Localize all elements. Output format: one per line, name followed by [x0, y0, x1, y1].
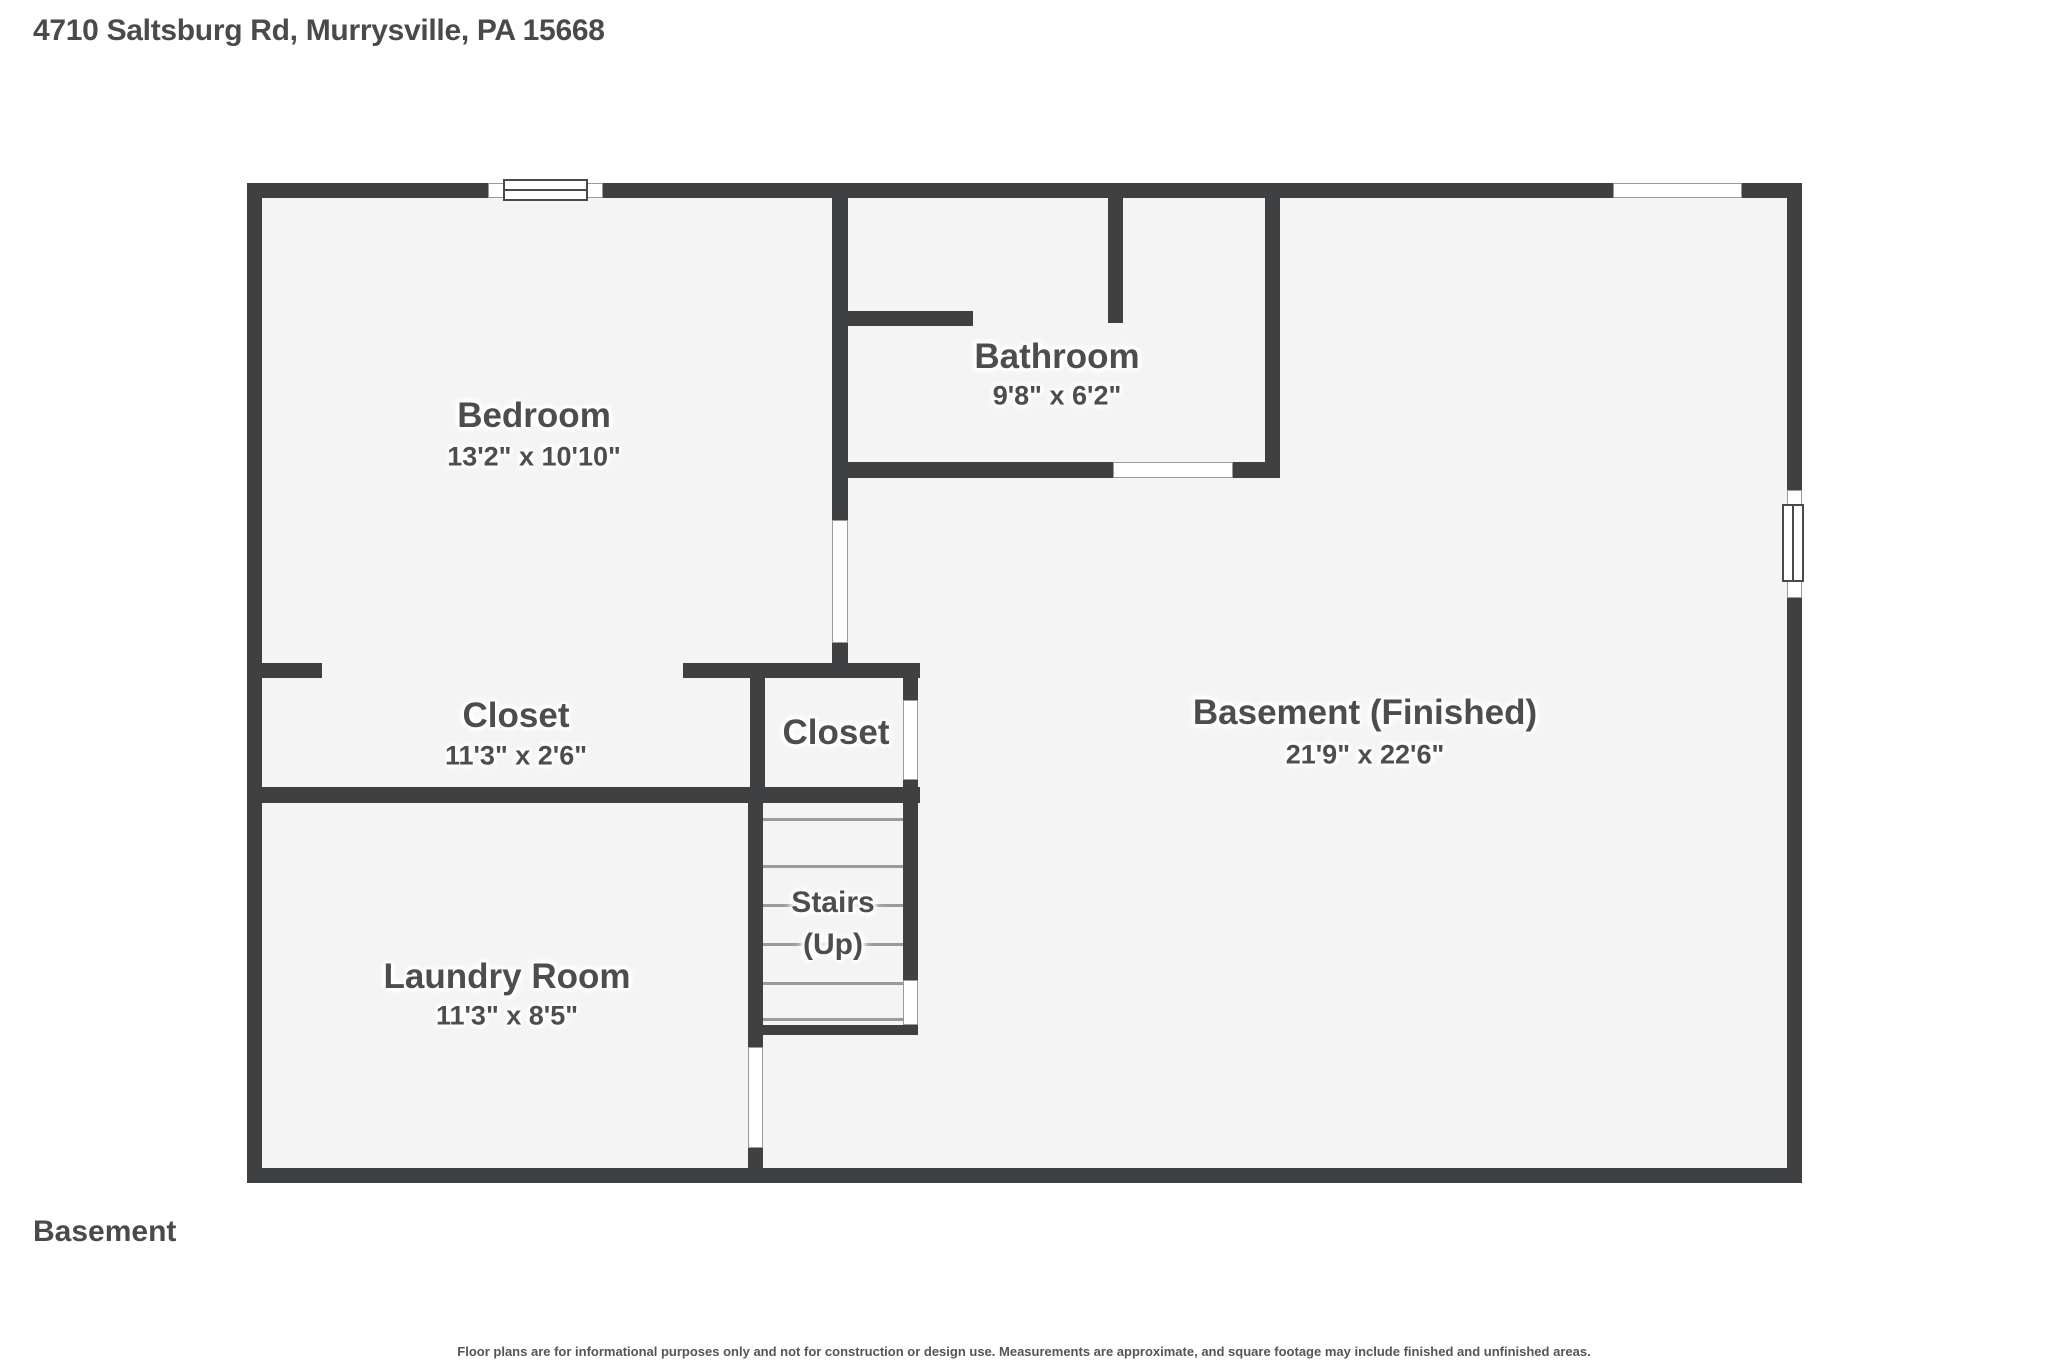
basement-window-icon — [1782, 504, 1804, 582]
bathroom-door-opening — [1113, 462, 1233, 478]
stair-step-line — [763, 982, 903, 985]
room-label-stairs: Stairs — [791, 886, 875, 919]
small-closet-door-opening — [903, 700, 918, 780]
stair-step-line — [763, 1018, 903, 1021]
wall-bedroom-right-upper — [832, 198, 848, 520]
wall-bathroom-stub-horizontal — [847, 311, 973, 326]
disclaimer-text: Floor plans are for informational purpos… — [457, 1344, 1591, 1359]
room-dims-bedroom: 13'2" x 10'10" — [447, 441, 621, 472]
wall-outer-right — [1787, 183, 1802, 1183]
room-label-bedroom: Bedroom — [457, 396, 611, 435]
bedroom-window-icon — [503, 179, 588, 201]
stairs-door-opening — [903, 980, 918, 1025]
top-right-wall-opening — [1613, 183, 1742, 198]
stair-step-line — [763, 904, 903, 907]
wall-bathroom-right — [1265, 198, 1280, 478]
room-label-closet-left: Closet — [462, 696, 570, 735]
room-label-basement: Basement (Finished) — [1192, 693, 1538, 732]
bedroom-door-opening — [832, 520, 848, 643]
room-dims-basement: 21'9" x 22'6" — [1285, 739, 1445, 770]
stair-step-line — [763, 865, 903, 868]
wall-stairs-bottom — [763, 1025, 918, 1035]
room-dims-bathroom: 9'8" x 6'2" — [992, 380, 1122, 411]
floor-area — [262, 198, 1787, 1168]
room-dims-laundry: 11'3" x 8'5" — [435, 1000, 579, 1031]
room-label-closet-small: Closet — [782, 713, 890, 752]
wall-closet-top-stub — [262, 663, 322, 678]
wall-outer-top — [247, 183, 1802, 198]
room-label-bathroom: Bathroom — [974, 337, 1140, 376]
laundry-door-opening — [748, 1047, 763, 1148]
room-label-stairs-direction: (Up) — [803, 928, 863, 961]
stair-step-line — [763, 818, 903, 821]
room-label-laundry: Laundry Room — [383, 957, 631, 996]
window-pane-line — [505, 189, 586, 191]
wall-outer-bottom — [247, 1168, 1802, 1183]
wall-bathroom-stub-vertical — [1108, 198, 1123, 323]
wall-small-closet-left — [750, 678, 765, 803]
window-pane-line — [1792, 506, 1794, 580]
stair-step-line — [763, 943, 903, 946]
wall-laundry-divider — [262, 787, 920, 803]
floor-label: Basement — [33, 1215, 177, 1248]
wall-closet-top-right — [683, 663, 920, 678]
page-title: 4710 Saltsburg Rd, Murrysville, PA 15668 — [33, 14, 605, 47]
room-dims-closet-left: 11'3" x 2'6" — [444, 740, 588, 771]
wall-outer-left — [247, 183, 262, 1183]
